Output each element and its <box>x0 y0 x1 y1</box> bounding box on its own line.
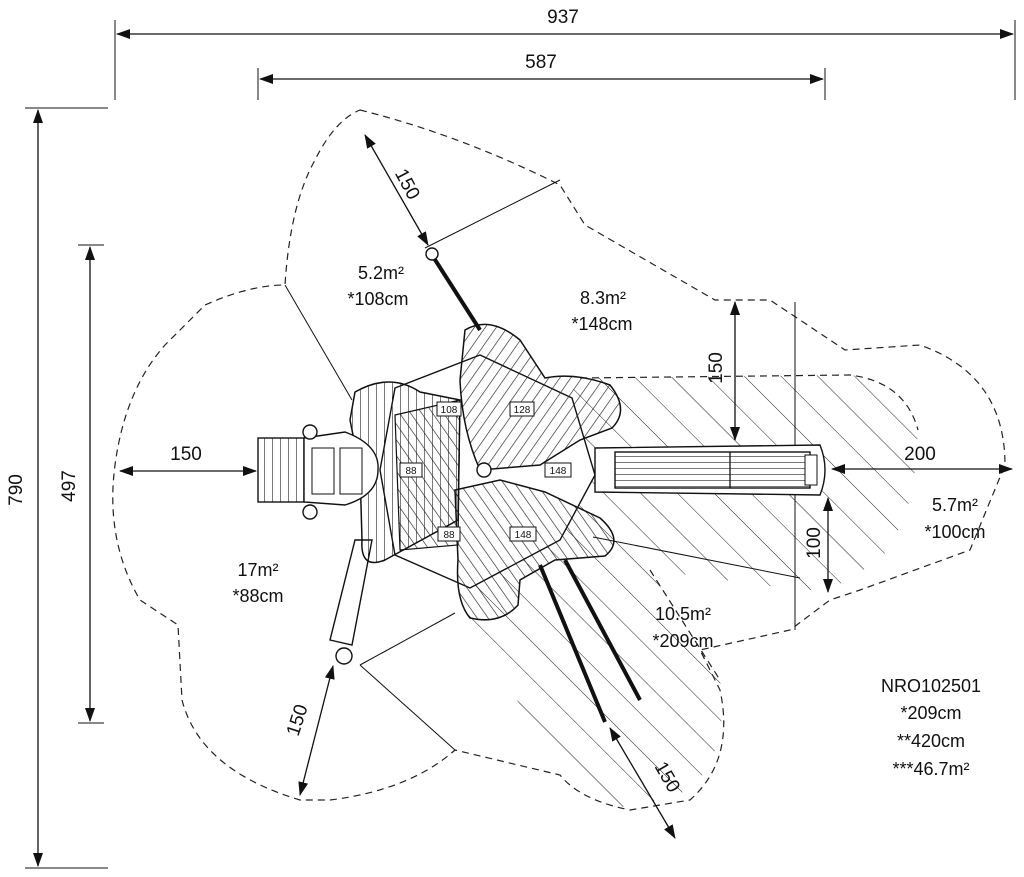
platform-width-label: 587 <box>525 52 557 73</box>
product-code: NRO102501 <box>881 676 981 696</box>
svg-text:5.7m²: 5.7m² <box>932 495 978 515</box>
clearance-bottom-left-label: 150 <box>283 702 313 739</box>
svg-text:*108cm: *108cm <box>347 289 408 309</box>
clearance-top-right-label: 150 <box>706 352 727 384</box>
safety-zone-outline <box>112 109 1006 811</box>
clearance-right-label: 200 <box>904 444 936 465</box>
svg-text:*148cm: *148cm <box>571 314 632 334</box>
svg-text:17m²: 17m² <box>237 560 278 580</box>
svg-text:5.2m²: 5.2m² <box>358 263 404 283</box>
svg-text:88: 88 <box>443 530 455 541</box>
svg-text:*100cm: *100cm <box>924 522 985 542</box>
clearance-left-label: 150 <box>170 444 202 465</box>
svg-text:148: 148 <box>550 466 567 477</box>
entrance-steps <box>257 424 379 520</box>
svg-text:8.3m²: 8.3m² <box>580 288 626 308</box>
product-fall-height: **420cm <box>897 731 965 751</box>
zone-labels: 5.2m² *108cm 8.3m² *148cm 5.7m² *100cm 1… <box>232 263 985 651</box>
svg-text:88: 88 <box>405 466 417 477</box>
platform-height-label: 497 <box>59 470 80 502</box>
product-total-area: ***46.7m² <box>892 759 969 779</box>
clearance-top-label: 150 <box>390 165 423 203</box>
slide <box>594 444 826 496</box>
svg-text:10.5m²: 10.5m² <box>655 604 711 624</box>
deck-bottom <box>454 479 615 621</box>
svg-text:128: 128 <box>514 405 531 416</box>
overall-width-label: 937 <box>547 7 579 28</box>
svg-text:*209cm: *209cm <box>652 631 713 651</box>
deck-top <box>459 323 622 471</box>
clearance-right-small-label: 100 <box>804 527 825 559</box>
product-info: NRO102501 *209cm **420cm ***46.7m² <box>881 676 981 779</box>
svg-text:*88cm: *88cm <box>232 586 283 606</box>
svg-text:148: 148 <box>515 530 532 541</box>
product-height: *209cm <box>900 703 961 723</box>
platform-tags: 108 128 88 148 88 148 <box>399 401 572 542</box>
overall-height-label: 790 <box>6 474 27 506</box>
svg-text:108: 108 <box>441 405 458 416</box>
